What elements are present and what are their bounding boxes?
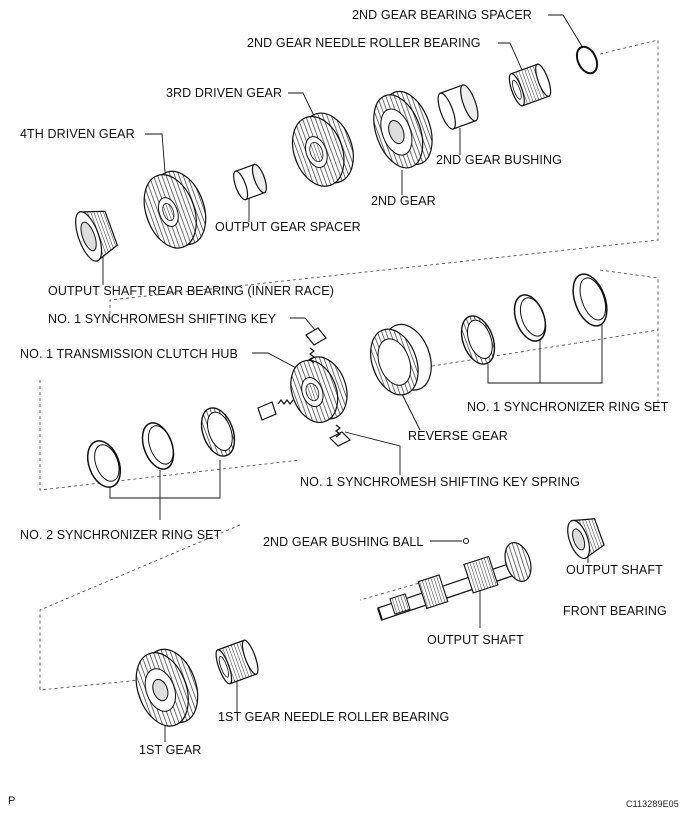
leader-sync1 [487, 295, 603, 384]
leader-bearing-spacer [548, 14, 584, 49]
sync1-outer-ring-shape [572, 273, 608, 327]
label-bushing-2nd: 2ND GEAR BUSHING [436, 153, 562, 167]
label-driven-3rd: 3RD DRIVEN GEAR [166, 86, 283, 100]
leader-driven-3rd [288, 92, 317, 121]
label-driven-4th: 4TH DRIVEN GEAR [20, 127, 135, 141]
figure-code: C113289E05 [626, 799, 679, 809]
output-shaft-shape [377, 542, 532, 621]
leader-shifting-key [290, 317, 316, 331]
leader-key-spring [344, 431, 401, 475]
gear-2nd-shape [373, 90, 433, 169]
label-needle-roller-1st: 1ST GEAR NEEDLE ROLLER BEARING [218, 710, 450, 724]
label-bearing-spacer: 2ND GEAR BEARING SPACER [352, 8, 532, 22]
output-spacer-shape [233, 163, 267, 201]
reverse-gear-shape [370, 323, 432, 396]
shifting-key-lower-shape [328, 431, 352, 447]
sync1-middle-ring-shape [513, 294, 547, 342]
driven-4th-shape [143, 170, 207, 249]
sync2-outer-ring-shape [86, 440, 122, 488]
shifting-key-left-shape [257, 401, 277, 421]
sync2-inner-ring-shape [200, 407, 236, 457]
key-spring-shape [277, 347, 341, 438]
label-key-spring: NO. 1 SYNCHROMESH SHIFTING KEY SPRING [300, 475, 580, 489]
label-needle-roller-2nd: 2ND GEAR NEEDLE ROLLER BEARING [247, 36, 481, 50]
label-front-bearing-1: OUTPUT SHAFT [566, 563, 663, 577]
leader-reverse [399, 389, 421, 431]
rear-bearing-shape [75, 210, 119, 262]
label-sync-ring-2: NO. 2 SYNCHRONIZER RING SET [20, 528, 222, 542]
label-clutch-hub: NO. 1 TRANSMISSION CLUTCH HUB [20, 347, 238, 361]
label-shifting-key: NO. 1 SYNCHROMESH SHIFTING KEY [48, 312, 277, 326]
label-reverse-gear: REVERSE GEAR [408, 429, 508, 443]
label-front-bearing-2: FRONT BEARING [563, 604, 667, 618]
clutch-hub-shape [290, 356, 348, 423]
assembly-line-middle-right [419, 329, 659, 369]
bushing-ball-shape [463, 538, 469, 544]
assembly-line-middle-top [599, 269, 659, 410]
label-output-gear-spacer: OUTPUT GEAR SPACER [215, 220, 361, 234]
sync2-middle-ring-shape [141, 422, 175, 470]
assembly-line-upper [109, 39, 659, 320]
label-bushing-ball: 2ND GEAR BUSHING BALL [263, 535, 424, 549]
leader-needle-2nd [498, 42, 523, 71]
needle-roller-2nd-shape [508, 63, 552, 107]
assembly-line-lower [39, 524, 241, 691]
gear-1st-shape [135, 648, 199, 727]
label-sync-ring-1: NO. 1 SYNCHRONIZER RING SET [467, 400, 669, 414]
sync1-inner-ring-shape [460, 315, 496, 365]
assembly-line-middle-left [39, 380, 301, 491]
leader-clutch-hub [252, 352, 301, 371]
front-bearing-shape [567, 518, 605, 560]
label-gear-1st: 1ST GEAR [139, 743, 202, 757]
label-rear-bearing: OUTPUT SHAFT REAR BEARING (INNER RACE) [48, 284, 335, 298]
driven-3rd-shape [291, 112, 354, 187]
bearing-spacer-ring [575, 45, 599, 75]
label-output-shaft: OUTPUT SHAFT [427, 633, 524, 647]
page-mark: P [8, 795, 16, 807]
needle-roller-1st-shape [215, 639, 259, 685]
bushing-2nd-shape [437, 84, 479, 130]
leader-driven-4th [145, 133, 166, 173]
label-gear-2nd: 2ND GEAR [371, 194, 436, 208]
shifting-key-shape [305, 327, 327, 346]
